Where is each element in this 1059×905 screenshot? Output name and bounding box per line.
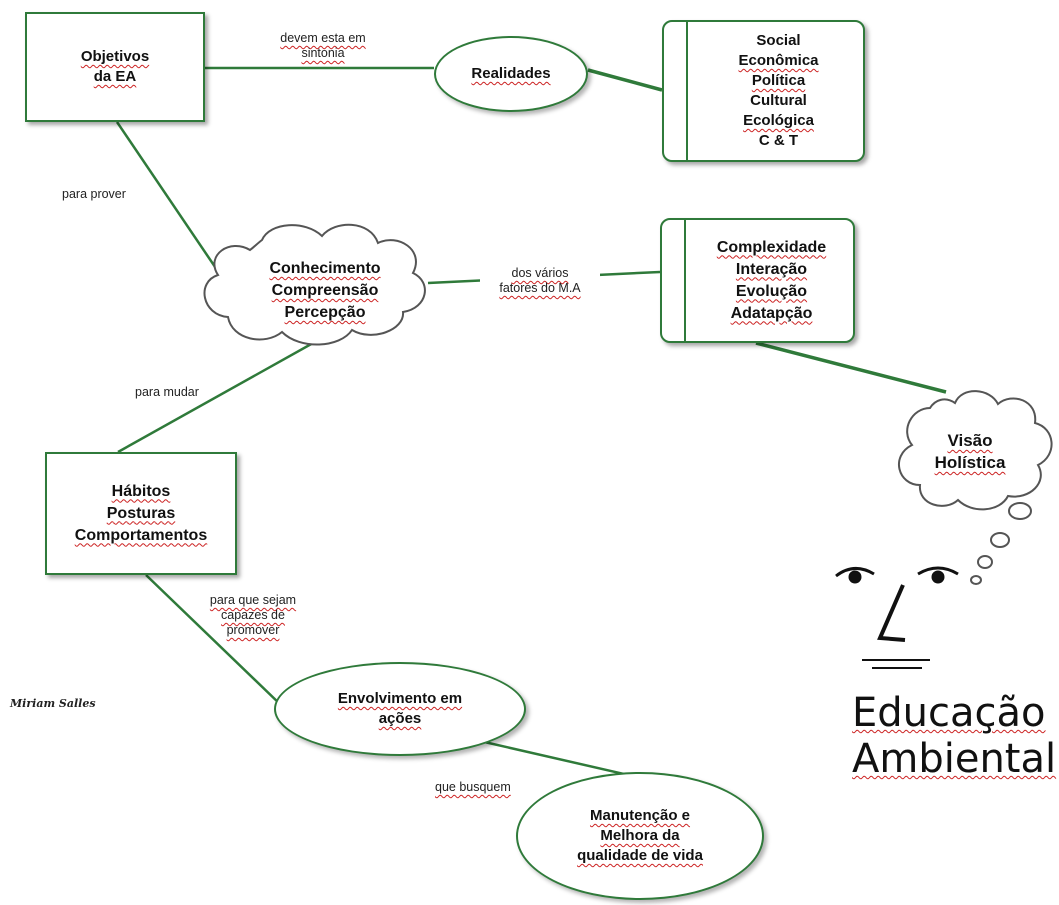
- link-conhecimento-habitos: [117, 336, 323, 454]
- node-envolvimento-line2: ações: [378, 710, 422, 727]
- left-eye-icon: [835, 567, 875, 578]
- node-manutencao-line2: Melhora da: [600, 827, 680, 844]
- node-conhecimento: Conhecimento Compreensão Percepção: [230, 258, 420, 324]
- node-habitos-line1: Hábitos: [111, 482, 171, 500]
- node-visao-line2: Holística: [934, 453, 1006, 472]
- realidade-ecologica: Ecológica: [743, 112, 814, 129]
- link-habitos-envolvimento: [145, 574, 283, 707]
- link-label-varios: dos vários fatores do M.A: [480, 266, 600, 296]
- link-objetivos-conhecimento: [115, 121, 234, 293]
- realidade-politica: Política: [751, 72, 806, 89]
- node-visao-line1: Visão: [947, 431, 993, 450]
- cloud-conhecimento: [203, 223, 426, 346]
- link-label-devem: devem esta em sintonia: [258, 31, 388, 61]
- node-conhecimento-line1: Conhecimento: [269, 260, 381, 277]
- cloud-visao: [898, 390, 1053, 585]
- link-realidades-list: [587, 68, 663, 92]
- link-label-prover: para prover: [62, 187, 126, 201]
- right-eye-icon: [917, 566, 959, 576]
- node-realidades-list: Social Econômica Política Cultural Ecoló…: [662, 20, 865, 162]
- node-complexidade: Complexidade Interação Evolução Adatapçã…: [660, 218, 855, 343]
- node-habitos: Hábitos Posturas Comportamentos: [45, 452, 237, 575]
- node-visao: Visão Holística: [910, 430, 1030, 474]
- thought-bubble-3: [977, 555, 993, 569]
- node-complexidade-line4: Adatapção: [730, 304, 813, 322]
- node-envolvimento-line1: Envolvimento em: [337, 690, 463, 707]
- node-manutencao-line1: Manutenção e: [589, 807, 691, 824]
- node-realidades: Realidades: [434, 36, 588, 112]
- node-complexidade-line3: Evolução: [735, 282, 808, 300]
- link-label-sejam-line1: para que sejam: [209, 593, 297, 607]
- face-drawing: [835, 566, 959, 669]
- thought-bubble-2: [990, 532, 1010, 548]
- node-objetivos-line1: Objetivos: [80, 48, 150, 65]
- link-label-busquem: que busquem: [435, 780, 511, 794]
- realidade-cultural: Cultural: [750, 92, 807, 109]
- link-label-mudar: para mudar: [135, 385, 199, 399]
- thought-bubble-4: [970, 575, 982, 585]
- node-habitos-line2: Posturas: [106, 504, 176, 522]
- node-conhecimento-line3: Percepção: [284, 304, 366, 321]
- node-complexidade-line2: Interação: [735, 260, 808, 278]
- link-label-sejam-line2: capazes de: [221, 608, 285, 622]
- title-line2: Ambiental: [852, 736, 1057, 782]
- realidade-economica: Econômica: [738, 52, 819, 69]
- link-label-devem-line2: sintonia: [301, 46, 345, 60]
- node-manutencao-line3: qualidade de vida: [577, 847, 703, 864]
- node-realidades-label: Realidades: [471, 65, 551, 82]
- title-line1: Educação: [852, 690, 1046, 736]
- node-complexidade-line1: Complexidade: [716, 238, 827, 256]
- realidade-ct: C & T: [758, 132, 799, 149]
- nose-icon: [877, 584, 906, 642]
- link-label-sejam-line3: promover: [226, 623, 280, 637]
- node-conhecimento-line2: Compreensão: [271, 282, 379, 299]
- thought-bubble-1: [1008, 502, 1032, 520]
- node-envolvimento: Envolvimento em ações: [274, 662, 526, 756]
- node-habitos-line3: Comportamentos: [74, 526, 208, 544]
- realidade-social: Social: [756, 32, 801, 49]
- link-label-varios-line2: fatores do M.A: [499, 281, 581, 295]
- link-label-varios-line1: dos vários: [511, 266, 569, 280]
- author-signature: Miriam Salles: [10, 697, 96, 710]
- link-label-sejam: para que sejam capazes de promover: [193, 593, 313, 638]
- link-envolvimento-manutencao: [479, 739, 638, 779]
- title-educacao: Educação Ambiental: [852, 690, 1056, 782]
- node-objetivos: Objetivos da EA: [25, 12, 205, 122]
- link-label-devem-line1: devem esta em: [280, 31, 366, 45]
- node-manutencao: Manutenção e Melhora da qualidade de vid…: [516, 772, 764, 900]
- link-complexidade-visao: [755, 341, 947, 394]
- node-objetivos-line2: da EA: [93, 68, 137, 85]
